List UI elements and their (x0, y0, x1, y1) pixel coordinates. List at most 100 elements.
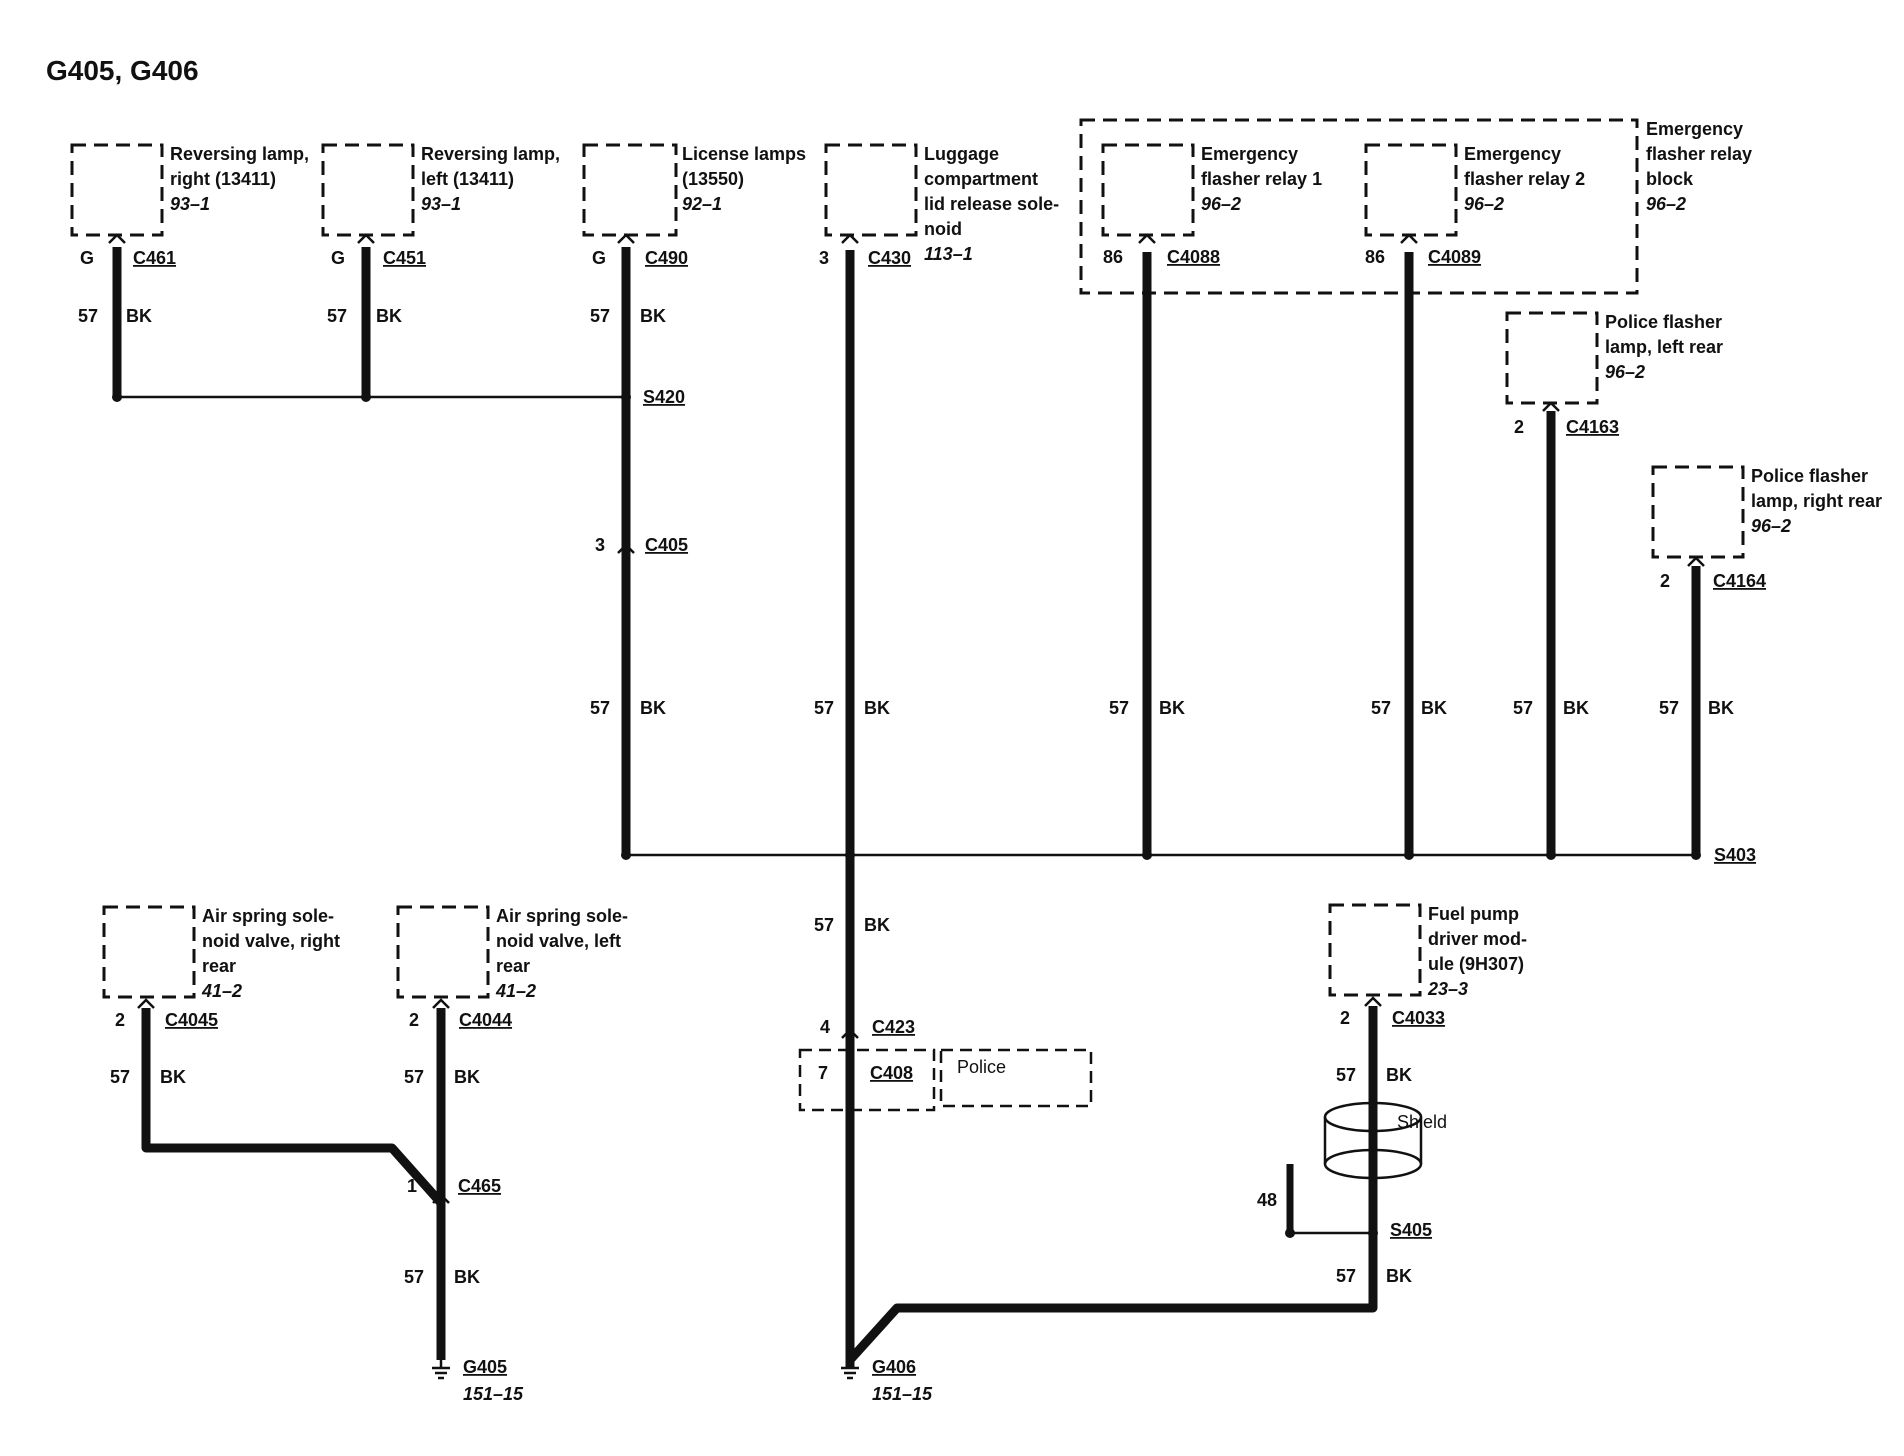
emergency-flasher-relay-block: Emergency flasher relay block 96–2 (1079, 118, 1752, 295)
ground-g405-symbol (432, 1360, 450, 1380)
reversing-lamp-left-name-2: left (13411) (421, 169, 514, 189)
splice-dot (112, 392, 122, 402)
relay-block-name-2: flasher relay (1646, 144, 1752, 164)
air-left-ref: 41–2 (495, 981, 536, 1001)
air-right-name-1: Air spring sole- (202, 906, 334, 926)
splice-dot (1142, 850, 1152, 860)
reversing-lamp-right-pin: G (80, 248, 94, 268)
license-lower-color: BK (640, 698, 666, 718)
c465-mark (432, 1193, 450, 1204)
relay2-name-2: flasher relay 2 (1464, 169, 1585, 189)
wire-fuel-pump-g406 (846, 1006, 1378, 1364)
police-option-label: Police (957, 1057, 1006, 1077)
c423-connector: C423 (872, 1017, 915, 1037)
air-right-ref: 41–2 (201, 981, 242, 1001)
splice-dot (361, 392, 371, 402)
splice-s403: S403 (1714, 845, 1756, 865)
relay2-connector: C4089 (1428, 247, 1481, 267)
air-right-pin: 2 (115, 1010, 125, 1030)
police-option-box (939, 1048, 1093, 1108)
reversing-lamp-right-name-1: Reversing lamp, (170, 144, 309, 164)
air-left-name-2: noid valve, left (496, 931, 621, 951)
air-left-name-1: Air spring sole- (496, 906, 628, 926)
air-left-pin: 2 (409, 1010, 419, 1030)
c423-mark (841, 1028, 859, 1039)
fuel-pump-connector: C4033 (1392, 1008, 1445, 1028)
air-spring-valve-left-rear: Air spring sole- noid valve, left rear 4… (396, 905, 628, 1087)
police-left-circuit: 57 (1513, 698, 1533, 718)
splice-dot (1404, 850, 1414, 860)
reversing-lamp-left-name-1: Reversing lamp, (421, 144, 560, 164)
emergency-flasher-relay-2: Emergency flasher relay 2 96–2 86 C4089 (1364, 143, 1585, 267)
police-right-circuit: 57 (1659, 698, 1679, 718)
license-lower-circuit: 57 (590, 698, 610, 718)
reversing-lamp-left-circuit: 57 (327, 306, 347, 326)
c465-connector: C465 (458, 1176, 501, 1196)
diagram-title: G405, G406 (46, 55, 199, 86)
relay-block-name-3: block (1646, 169, 1694, 189)
splice-dot (621, 392, 631, 402)
wire-air-right (141, 1008, 445, 1206)
fuel-pump-pin: 2 (1340, 1008, 1350, 1028)
reversing-lamp-right-color: BK (126, 306, 152, 326)
luggage-lid-release-solenoid: Luggage compartment lid release sole- no… (819, 143, 1059, 268)
c465-pin: 1 (407, 1176, 417, 1196)
fuel-pump-driver-module: Fuel pump driver mod- ule (9H307) 23–3 2… (1328, 903, 1527, 1085)
g406-upper-color: BK (864, 915, 890, 935)
police-left-color: BK (1563, 698, 1589, 718)
splice-dot (621, 850, 631, 860)
g406-upper-circuit: 57 (814, 915, 834, 935)
c4163-mark (1542, 401, 1560, 412)
c405-mark (617, 543, 635, 554)
splice-s420: S420 (643, 387, 685, 407)
c451-mark (357, 233, 375, 244)
c4164-mark (1687, 556, 1705, 567)
air-right-circuit: 57 (110, 1067, 130, 1087)
relay1-name-2: flasher relay 1 (1201, 169, 1322, 189)
reversing-lamp-right-name-2: right (13411) (170, 169, 276, 189)
c408-box (798, 1048, 936, 1112)
air-spring-valve-right-rear: Air spring sole- noid valve, right rear … (102, 905, 340, 1087)
splice-dot (845, 850, 855, 860)
luggage-name-3: lid release sole- (924, 194, 1059, 214)
c408-pin: 7 (818, 1063, 828, 1083)
relay2-ref: 96–2 (1464, 194, 1504, 214)
police-flasher-lamp-left-rear: Police flasher lamp, left rear 96–2 2 C4… (1505, 311, 1723, 437)
ground-g405-ref: 151–15 (463, 1384, 524, 1404)
reversing-lamp-left-connector: C451 (383, 248, 426, 268)
c423-pin: 4 (820, 1017, 830, 1037)
reversing-lamp-left-color: BK (376, 306, 402, 326)
splice-dot (1691, 850, 1701, 860)
license-lamps: License lamps (13550) 92–1 G C490 57 BK (582, 143, 806, 326)
relay-block-name-1: Emergency (1646, 119, 1743, 139)
splice-dot (1546, 850, 1556, 860)
fuel-pump-ref: 23–3 (1427, 979, 1468, 999)
luggage-connector: C430 (868, 248, 911, 268)
emergency-flasher-relay-1: Emergency flasher relay 1 96–2 86 C4088 (1101, 143, 1322, 267)
s405-lower-color: BK (1386, 1266, 1412, 1286)
police-left-connector: C4163 (1566, 417, 1619, 437)
luggage-ref: 113–1 (924, 244, 973, 264)
c430-mark (841, 233, 859, 244)
luggage-name-2: compartment (924, 169, 1038, 189)
relay1-ref: 96–2 (1201, 194, 1241, 214)
police-left-ref: 96–2 (1605, 362, 1645, 382)
air-left-color: BK (454, 1067, 480, 1087)
relay1-name-1: Emergency (1201, 144, 1298, 164)
police-right-color: BK (1708, 698, 1734, 718)
reversing-lamp-right-connector: C461 (133, 248, 176, 268)
fuel-pump-color: BK (1386, 1065, 1412, 1085)
police-right-ref: 96–2 (1751, 516, 1791, 536)
police-right-name-1: Police flasher (1751, 466, 1868, 486)
luggage-name-1: Luggage (924, 144, 999, 164)
ground-g405-name: G405 (463, 1357, 507, 1377)
fuel-pump-name-1: Fuel pump (1428, 904, 1519, 924)
license-lamps-name-2: (13550) (682, 169, 744, 189)
luggage-circuit: 57 (814, 698, 834, 718)
ground-g406-name: G406 (872, 1357, 916, 1377)
relay1-circuit: 57 (1109, 698, 1129, 718)
c461-mark (108, 233, 126, 244)
s405-lower-circuit: 57 (1336, 1266, 1356, 1286)
reversing-lamp-right-ref: 93–1 (170, 194, 210, 214)
